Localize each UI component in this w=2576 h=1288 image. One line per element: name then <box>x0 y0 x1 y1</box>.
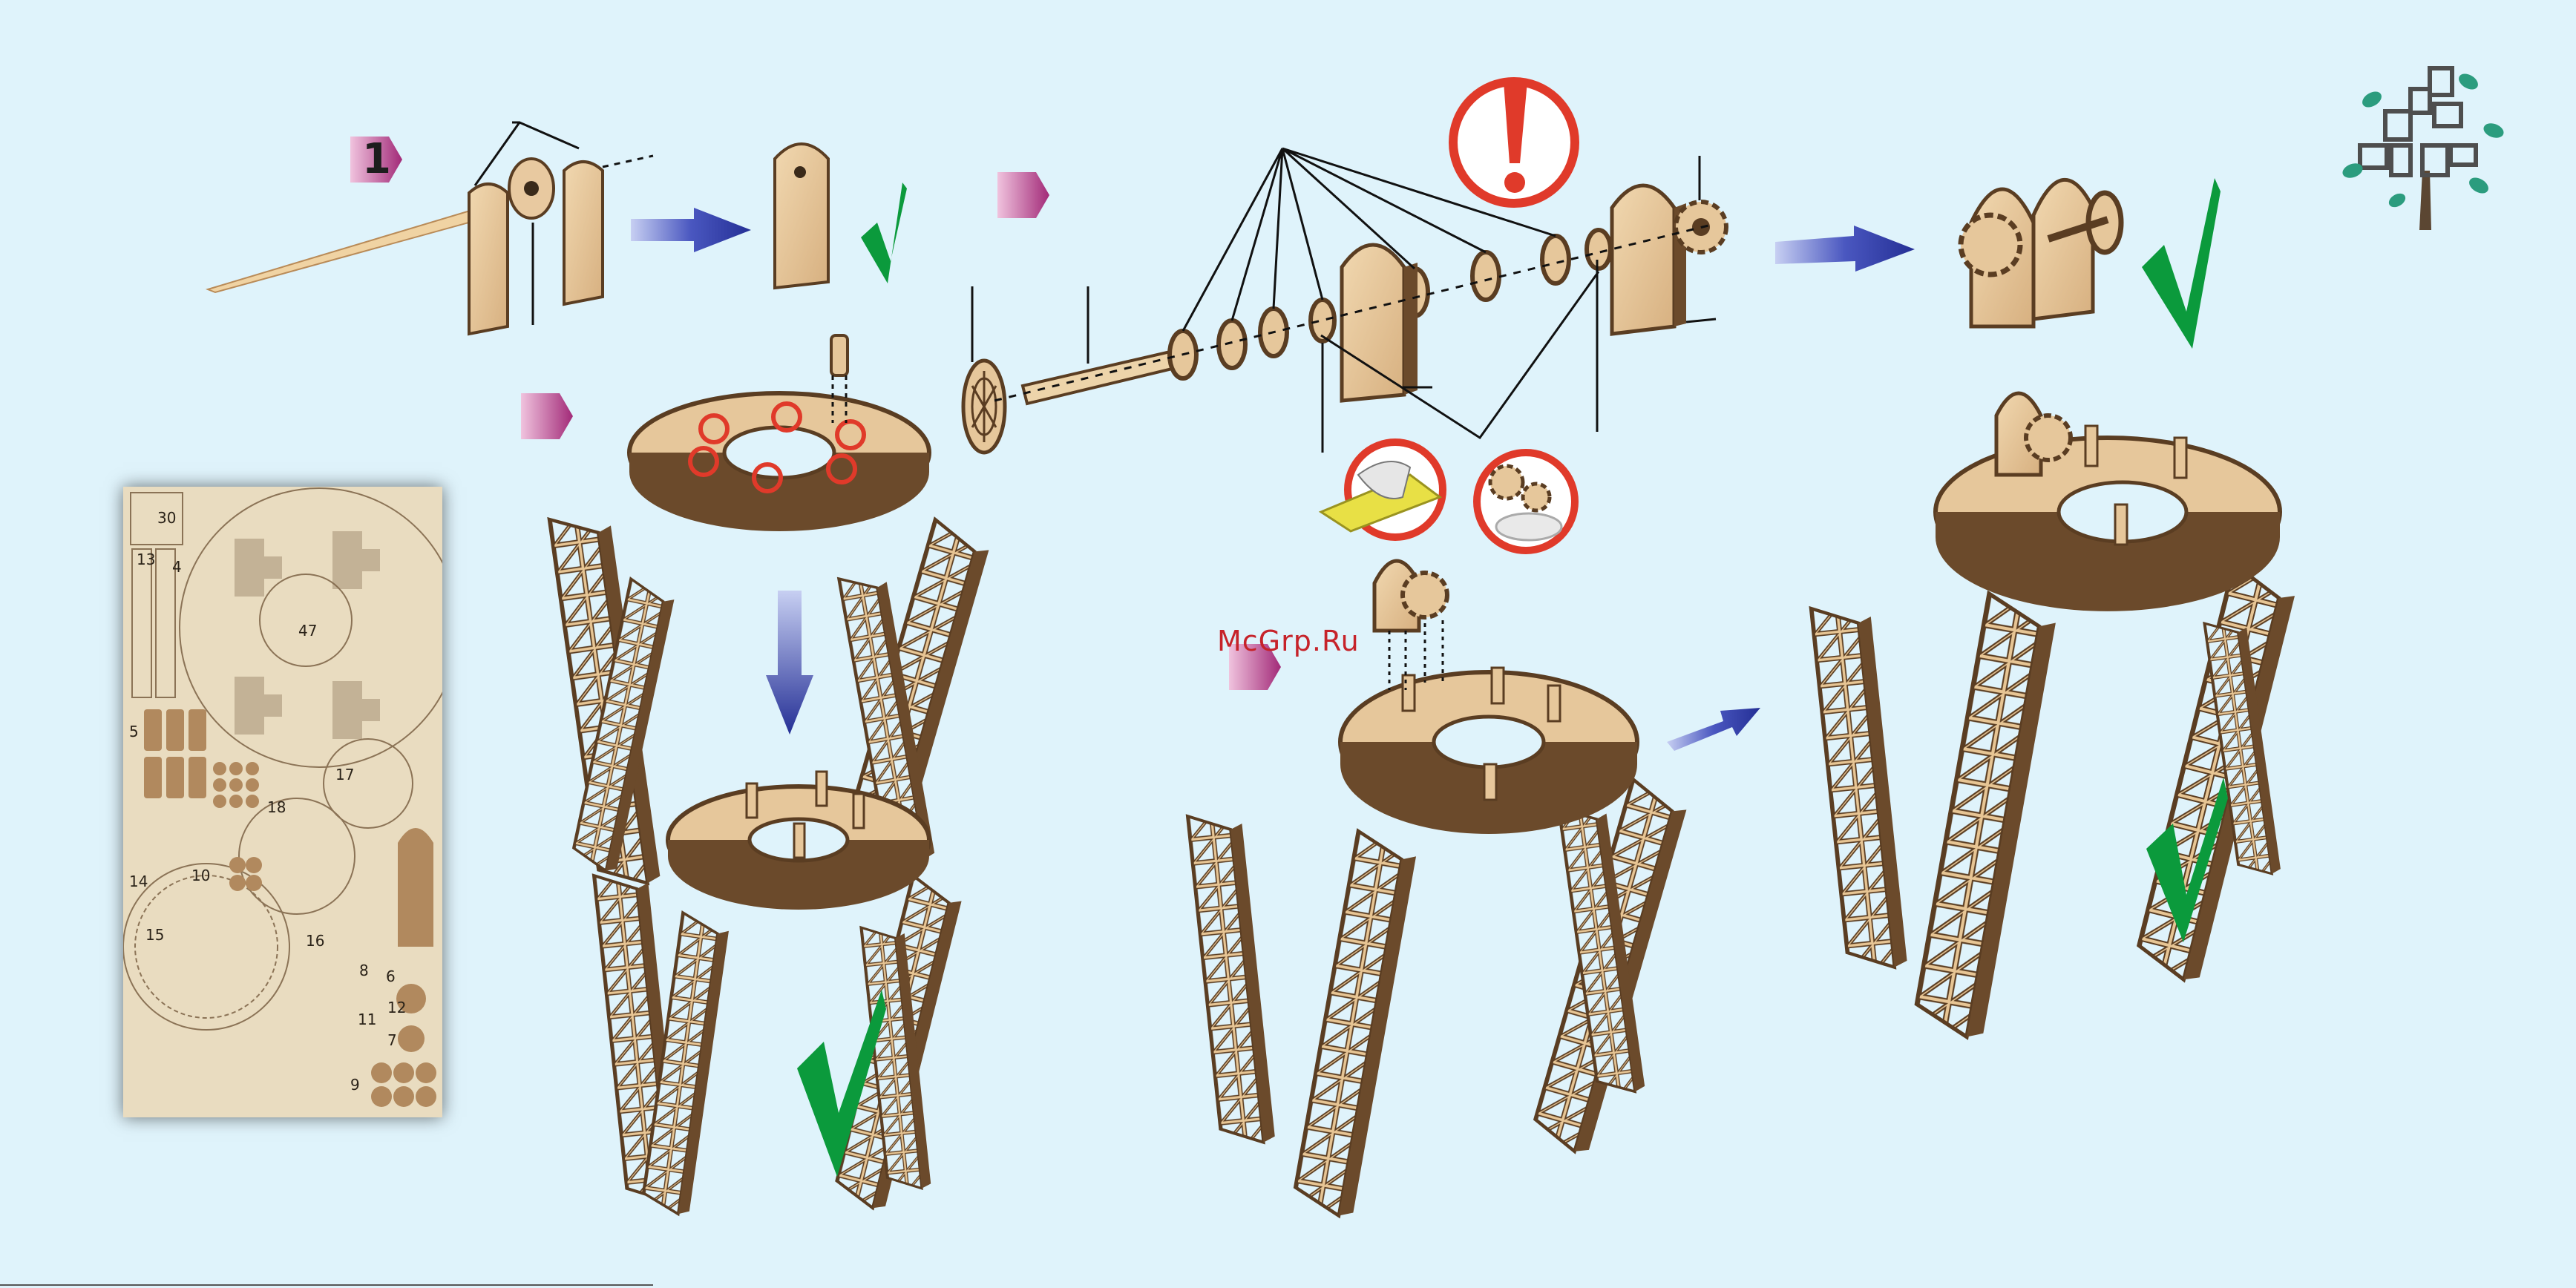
sheet-part-number: 9 <box>350 1076 360 1094</box>
step4-axle-assembly-hover <box>1374 561 1447 690</box>
sheet-part-number: 47 <box>298 622 317 640</box>
arrow-right-icon <box>1775 226 1915 272</box>
sheet-part-number: 6 <box>386 967 396 985</box>
watermark-text: McGrp.Ru <box>1217 625 1360 657</box>
step1-toothpick <box>208 209 479 292</box>
sheet-part-number: 17 <box>335 766 354 783</box>
check-mark-icon <box>2142 178 2221 349</box>
bottom-divider <box>0 1284 653 1286</box>
sheet-part-number: 14 <box>129 873 148 890</box>
arrow-down-icon <box>766 591 813 735</box>
check-mark-icon <box>861 183 907 283</box>
parts-sheet: 30 13 4 47 5 17 18 14 10 15 16 8 6 12 7 … <box>123 487 442 1117</box>
sandpaper-icon <box>1321 442 1443 537</box>
sheet-part-number: 10 <box>191 867 210 884</box>
step1-upright-right <box>564 162 603 304</box>
step2-upright-right <box>1612 185 1686 334</box>
exclamation-warning-icon <box>1453 82 1575 203</box>
step2-axle <box>1023 349 1187 404</box>
step1-upright-left <box>469 184 508 334</box>
glue-icon <box>1477 453 1575 551</box>
step4-result-tower <box>1811 393 2298 1039</box>
sheet-part-number: 30 <box>157 509 176 527</box>
step4-platform-with-legs <box>1187 668 1691 1218</box>
step2-gear-left <box>963 361 1005 453</box>
sheet-part-number: 12 <box>387 999 406 1016</box>
sheet-part-number: 18 <box>267 798 286 816</box>
arrow-right-icon <box>1667 708 1760 751</box>
sheet-part-number: 16 <box>306 932 324 950</box>
step2-result-assembly <box>1961 180 2121 326</box>
arrow-right-icon <box>631 208 751 252</box>
step1-result-upright <box>775 144 828 288</box>
step1-washer <box>509 159 554 218</box>
sheet-part-number: 5 <box>129 723 139 740</box>
sheet-part-number: 4 <box>172 558 182 576</box>
tree-logo-icon <box>2341 68 2505 230</box>
sheet-part-number: 7 <box>387 1031 397 1049</box>
step2-upright-middle <box>1342 245 1418 401</box>
sheet-part-number: 13 <box>137 551 155 568</box>
sheet-part-number: 15 <box>145 926 164 944</box>
sheet-part-number: 11 <box>358 1011 376 1028</box>
sheet-part-number: 8 <box>359 962 369 979</box>
